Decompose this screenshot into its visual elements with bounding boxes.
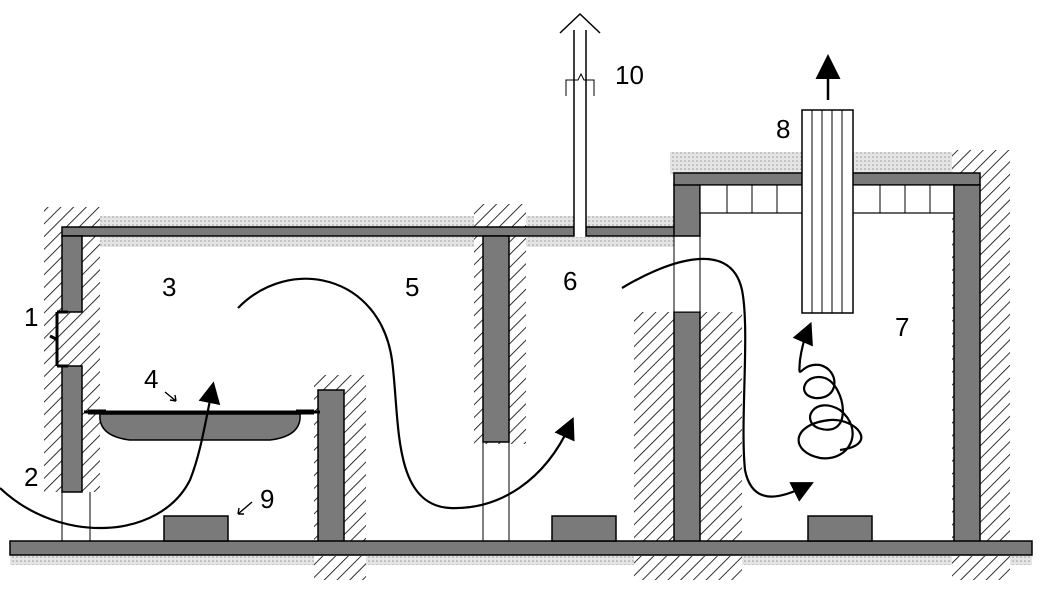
floor-unit-9 [163, 515, 229, 542]
label-4: 4 [144, 364, 158, 394]
left-wall [61, 235, 91, 545]
exhaust-unit-8 [801, 54, 854, 314]
airflow-main [237, 277, 575, 510]
label-1: 1 [24, 302, 38, 332]
floor [9, 540, 1033, 556]
label-5: 5 [405, 272, 419, 302]
pointer-4 [164, 391, 177, 402]
labels: 1 2 3 4 5 6 7 8 9 10 [24, 60, 909, 514]
pointer-arrows [164, 391, 253, 515]
label-2: 2 [24, 462, 38, 492]
floor-units [163, 515, 873, 542]
tray-4 [84, 409, 320, 441]
airflow-room-6-7 [621, 257, 814, 502]
label-10: 10 [615, 60, 644, 90]
airflow-spiral [792, 321, 863, 460]
hanging-partition [482, 235, 510, 545]
label-9: 9 [260, 484, 274, 514]
airflow [0, 257, 863, 529]
label-8: 8 [776, 114, 790, 144]
pointer-9 [237, 501, 253, 515]
partition-6-7 [673, 183, 701, 543]
floor-unit-room-6 [551, 515, 617, 542]
label-7: 7 [895, 312, 909, 342]
low-partition [317, 389, 345, 543]
floor-unit-room-7 [807, 515, 873, 542]
label-6: 6 [563, 266, 577, 296]
airflow-inlet [0, 381, 221, 529]
exhaust-pipe-10 [559, 12, 601, 236]
door-1 [49, 310, 68, 368]
label-3: 3 [162, 272, 176, 302]
